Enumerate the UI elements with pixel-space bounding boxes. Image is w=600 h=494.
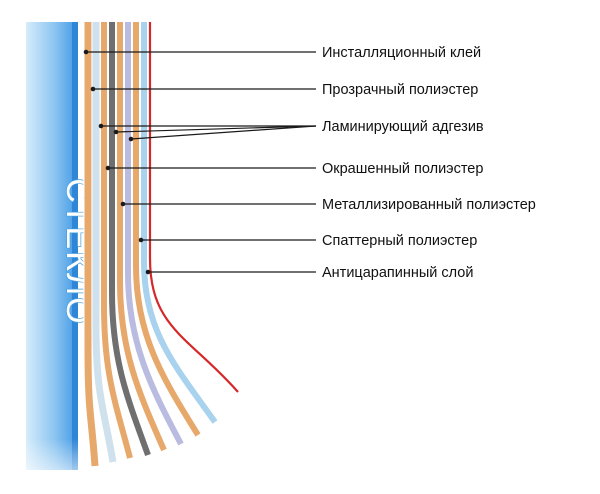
callout-6: Спаттерный полиэстер <box>138 233 477 249</box>
leader-pin <box>83 49 89 55</box>
callout-label: Инсталляционный клей <box>322 45 481 61</box>
film-layers <box>83 22 239 467</box>
layer-sputtered-polyester <box>139 22 219 425</box>
layer-strand <box>92 22 117 463</box>
layer-strand <box>84 22 99 467</box>
layer-strand <box>109 22 151 457</box>
callout-label: Антицарапинный слой <box>322 265 473 281</box>
glass-pane: СТЕКЛО <box>26 22 98 470</box>
layer-metallized-polyester <box>123 22 185 446</box>
callout-5: Металлизированный полиэстер <box>120 197 536 213</box>
leader-pin <box>113 129 119 135</box>
layer-strand <box>117 22 167 452</box>
layer-laminating-adhesive-3 <box>131 22 202 438</box>
leader-pin <box>138 237 144 243</box>
layer-dyed-polyester <box>107 22 152 457</box>
callout-2: Прозрачный полиэстер <box>90 82 478 98</box>
leader-pin <box>145 269 151 275</box>
layer-strand <box>141 22 218 424</box>
leader-line <box>115 125 317 133</box>
layer-laminating-adhesive-2 <box>115 22 168 452</box>
callout-4: Окрашенный полиэстер <box>105 161 483 177</box>
layer-strand <box>125 22 184 446</box>
callout-7: Антицарапинный слой <box>145 265 473 281</box>
leader-pin <box>98 123 104 129</box>
layer-strand <box>101 22 133 459</box>
callout-1: Инсталляционный клей <box>83 45 481 61</box>
glass-fade <box>26 22 78 470</box>
callout-label: Металлизированный полиэстер <box>322 197 536 213</box>
leader-pin <box>105 165 111 171</box>
callout-3: Ламинирующий адгезив <box>98 119 484 142</box>
leader-pin <box>128 136 134 142</box>
leader-pin <box>90 86 96 92</box>
layer-scratch-resistant-coat <box>148 22 239 393</box>
layer-laminating-adhesive-1 <box>99 22 134 460</box>
layer-installation-adhesive <box>83 22 100 467</box>
layer-strand <box>133 22 201 437</box>
callout-label: Окрашенный полиэстер <box>322 161 483 177</box>
leader-line <box>130 125 317 140</box>
callout-label: Прозрачный полиэстер <box>322 82 478 98</box>
leader-pin <box>120 201 126 207</box>
callout-label: Ламинирующий адгезив <box>322 119 484 135</box>
layer-strand <box>148 22 239 393</box>
layer-clear-polyester <box>91 22 118 463</box>
callout-label: Спаттерный полиэстер <box>322 233 477 249</box>
